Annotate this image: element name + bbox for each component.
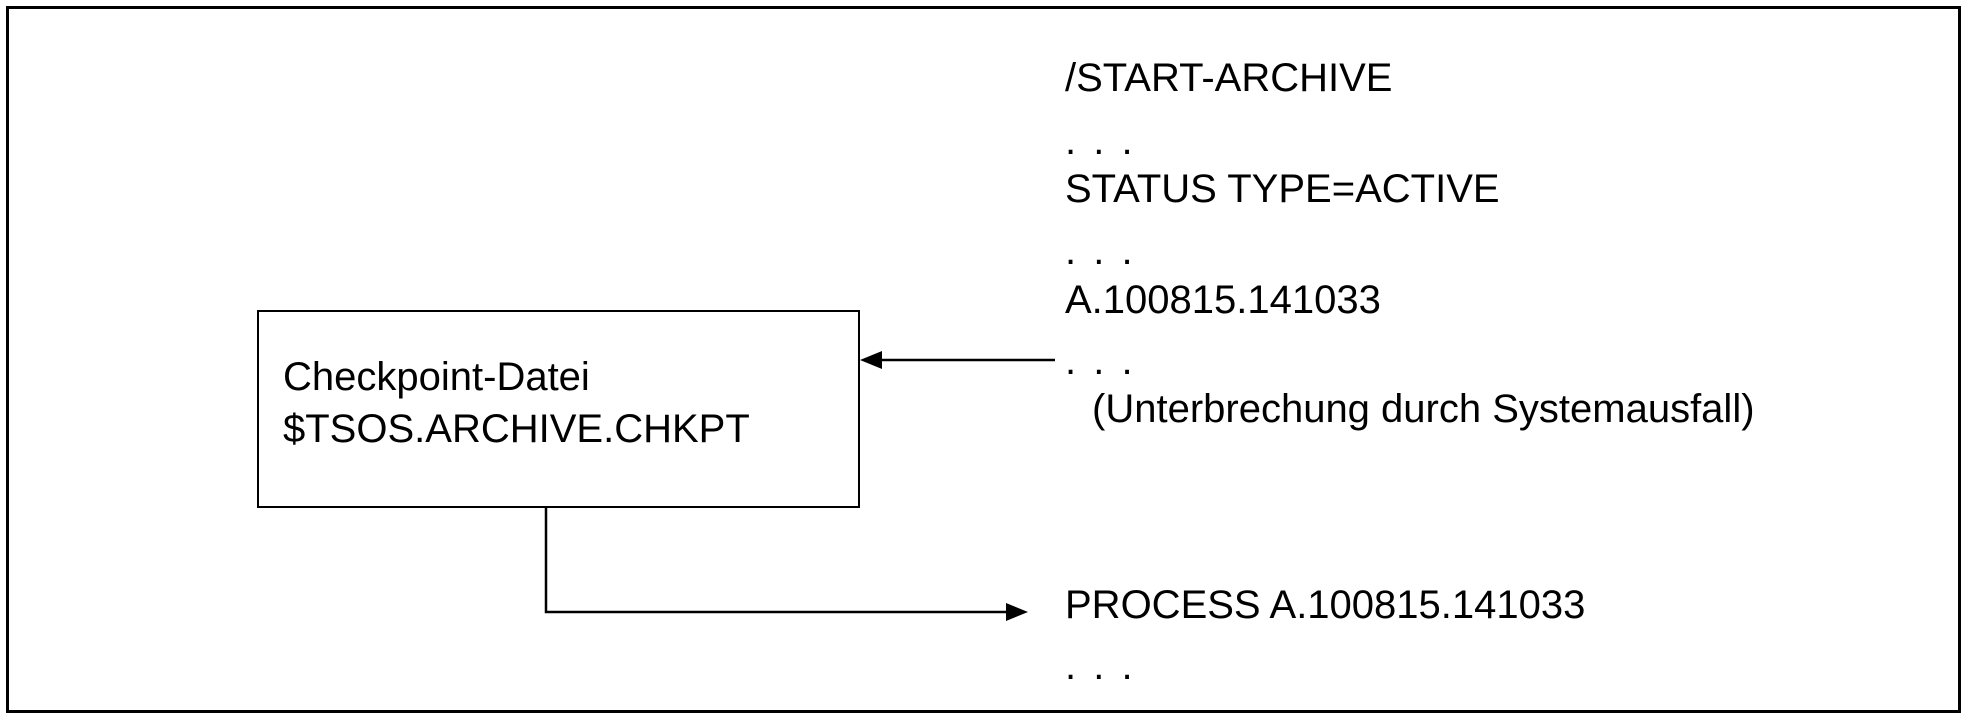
checkpoint-file-name: $TSOS.ARCHIVE.CHKPT [283, 407, 750, 451]
status-command: STATUS TYPE=ACTIVE [1065, 167, 1500, 211]
ellipsis-2: . . . [1065, 229, 1136, 273]
process-command: PROCESS A.100815.141033 [1065, 583, 1586, 627]
diagram-frame [6, 6, 1961, 713]
start-archive-command: /START-ARCHIVE [1065, 56, 1393, 100]
ellipsis-4: . . . [1065, 644, 1136, 688]
checkpoint-file-box: Checkpoint-Datei $TSOS.ARCHIVE.CHKPT [257, 310, 860, 508]
request-id-line: A.100815.141033 [1065, 278, 1381, 322]
ellipsis-1: . . . [1065, 119, 1136, 163]
interruption-note: (Unterbrechung durch Systemausfall) [1092, 387, 1755, 431]
checkpoint-file-label: Checkpoint-Datei [283, 355, 590, 399]
ellipsis-3: . . . [1065, 339, 1136, 383]
